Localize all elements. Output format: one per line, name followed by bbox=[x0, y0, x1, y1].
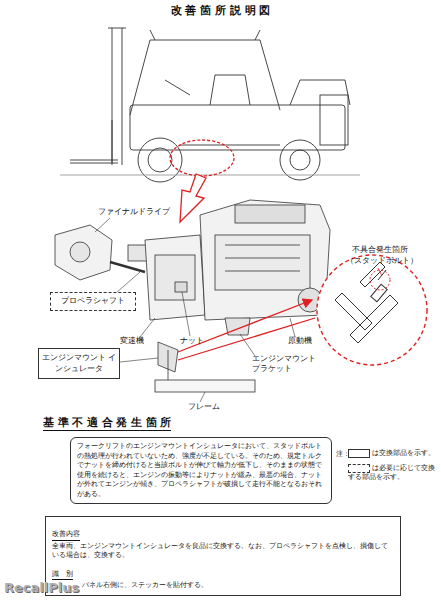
focus-ellipse bbox=[170, 140, 234, 176]
legend-sample bbox=[348, 449, 370, 458]
part-label: フレーム bbox=[188, 402, 228, 412]
forklift-drawing bbox=[60, 28, 360, 182]
node-box: 改善内容全車両、エンジンマウントインシュレータを良品に交換する。なお、プロペラシ… bbox=[45, 516, 401, 596]
part-label: （スタッドボルト） bbox=[346, 255, 436, 266]
node-text: フォークリフトのエンジンマウントインシュレータにおいて、スタッドボルトの熱処理が… bbox=[77, 442, 325, 499]
part-label: 不具合発生箇所 bbox=[352, 244, 432, 255]
heading-row: 改善内容 bbox=[52, 521, 394, 542]
node-text: 全車両、エンジンマウントインシュレータを良品に交換する。なお、プロペラシャフトを… bbox=[52, 542, 394, 561]
diagram-title: 改 善 箇 所 説 明 図 bbox=[0, 4, 441, 18]
node-text: プロペラシャフト bbox=[53, 296, 133, 307]
box-heading: 識 別 bbox=[52, 570, 73, 581]
legend-row: は交換部品を示す。 bbox=[348, 449, 438, 458]
section-heading: 基 準 不 適 合 発 生 箇 所 bbox=[43, 416, 171, 431]
node-box: エンジンマウント インシュレータ bbox=[38, 348, 120, 379]
legend-text: は必要に応じて交換する部品を示す。 bbox=[348, 464, 435, 481]
part-label: エンジンマウント ブラケット bbox=[252, 354, 318, 374]
legend-row: は必要に応じて交換する部品を示す。 bbox=[348, 464, 438, 482]
node-box: 基 準 不 適 合 発 生 箇 所フォークリフトのエンジンマウントインシュレータ… bbox=[70, 437, 332, 504]
watermark: RecallPlus bbox=[4, 580, 124, 596]
legend-sample bbox=[348, 464, 370, 473]
detail-drawing bbox=[335, 262, 398, 343]
part-label: 原動機 bbox=[288, 336, 328, 346]
part-label: ファイナルドライブ bbox=[98, 207, 188, 217]
part-label: ナット bbox=[180, 336, 220, 346]
part-label: 変速機 bbox=[120, 336, 160, 346]
box-heading: 改善内容 bbox=[52, 530, 80, 541]
node-box: プロペラシャフト bbox=[50, 292, 136, 311]
defect-mark bbox=[370, 270, 390, 290]
node-text: エンジンマウント インシュレータ bbox=[41, 353, 117, 374]
node-text: パネル右側に、ステッカーを貼付する。 bbox=[52, 581, 394, 591]
legend-text: は交換部品を示す。 bbox=[372, 449, 435, 457]
detail-circle bbox=[317, 255, 427, 365]
heading-row: 識 別 bbox=[52, 561, 394, 582]
defect-leader bbox=[378, 268, 382, 276]
